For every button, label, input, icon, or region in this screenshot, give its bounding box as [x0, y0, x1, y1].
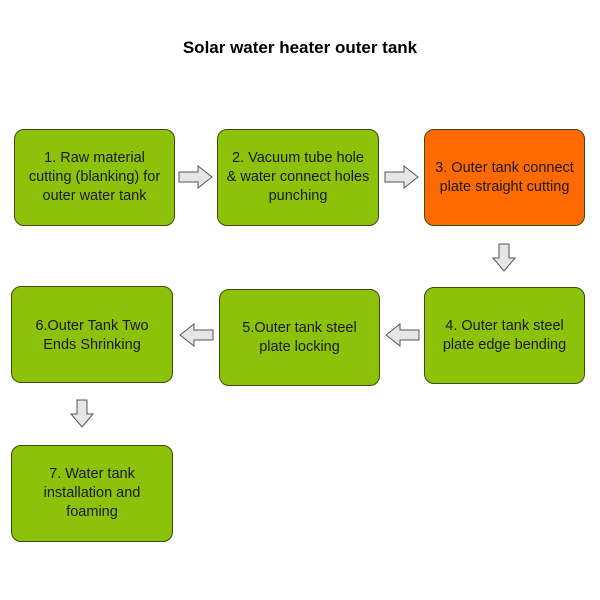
- arrow-right-icon: [384, 164, 419, 190]
- arrow-left-icon: [385, 322, 420, 348]
- step-4-label: 4. Outer tank steel plate edge bending: [442, 317, 567, 353]
- step-3-connect-plate-cutting: 3. Outer tank connect plate straight cut…: [424, 129, 585, 226]
- arrow-down-icon: [491, 243, 517, 272]
- step-1-label: 1. Raw material cutting (blanking) for o…: [28, 150, 161, 204]
- step-1-raw-material-cutting: 1. Raw material cutting (blanking) for o…: [14, 129, 175, 226]
- step-2-label: 2. Vacuum tube hole & water connect hole…: [226, 150, 370, 204]
- step-7-label: 7. Water tank installation and foaming: [43, 466, 141, 520]
- step-5-label: 5.Outer tank steel plate locking: [242, 319, 357, 355]
- arrow-left-icon: [179, 322, 214, 348]
- arrow-down-icon: [69, 399, 95, 428]
- arrow-right-icon: [178, 164, 213, 190]
- step-5-plate-locking: 5.Outer tank steel plate locking: [219, 289, 380, 386]
- step-6-ends-shrinking: 6.Outer Tank Two Ends Shrinking: [11, 286, 173, 383]
- step-7-installation-foaming: 7. Water tank installation and foaming: [11, 445, 173, 542]
- step-3-label: 3. Outer tank connect plate straight cut…: [435, 159, 574, 195]
- step-4-edge-bending: 4. Outer tank steel plate edge bending: [424, 287, 585, 384]
- diagram-title: Solar water heater outer tank: [182, 38, 418, 57]
- step-2-hole-punching: 2. Vacuum tube hole & water connect hole…: [217, 129, 379, 226]
- step-6-label: 6.Outer Tank Two Ends Shrinking: [35, 318, 149, 353]
